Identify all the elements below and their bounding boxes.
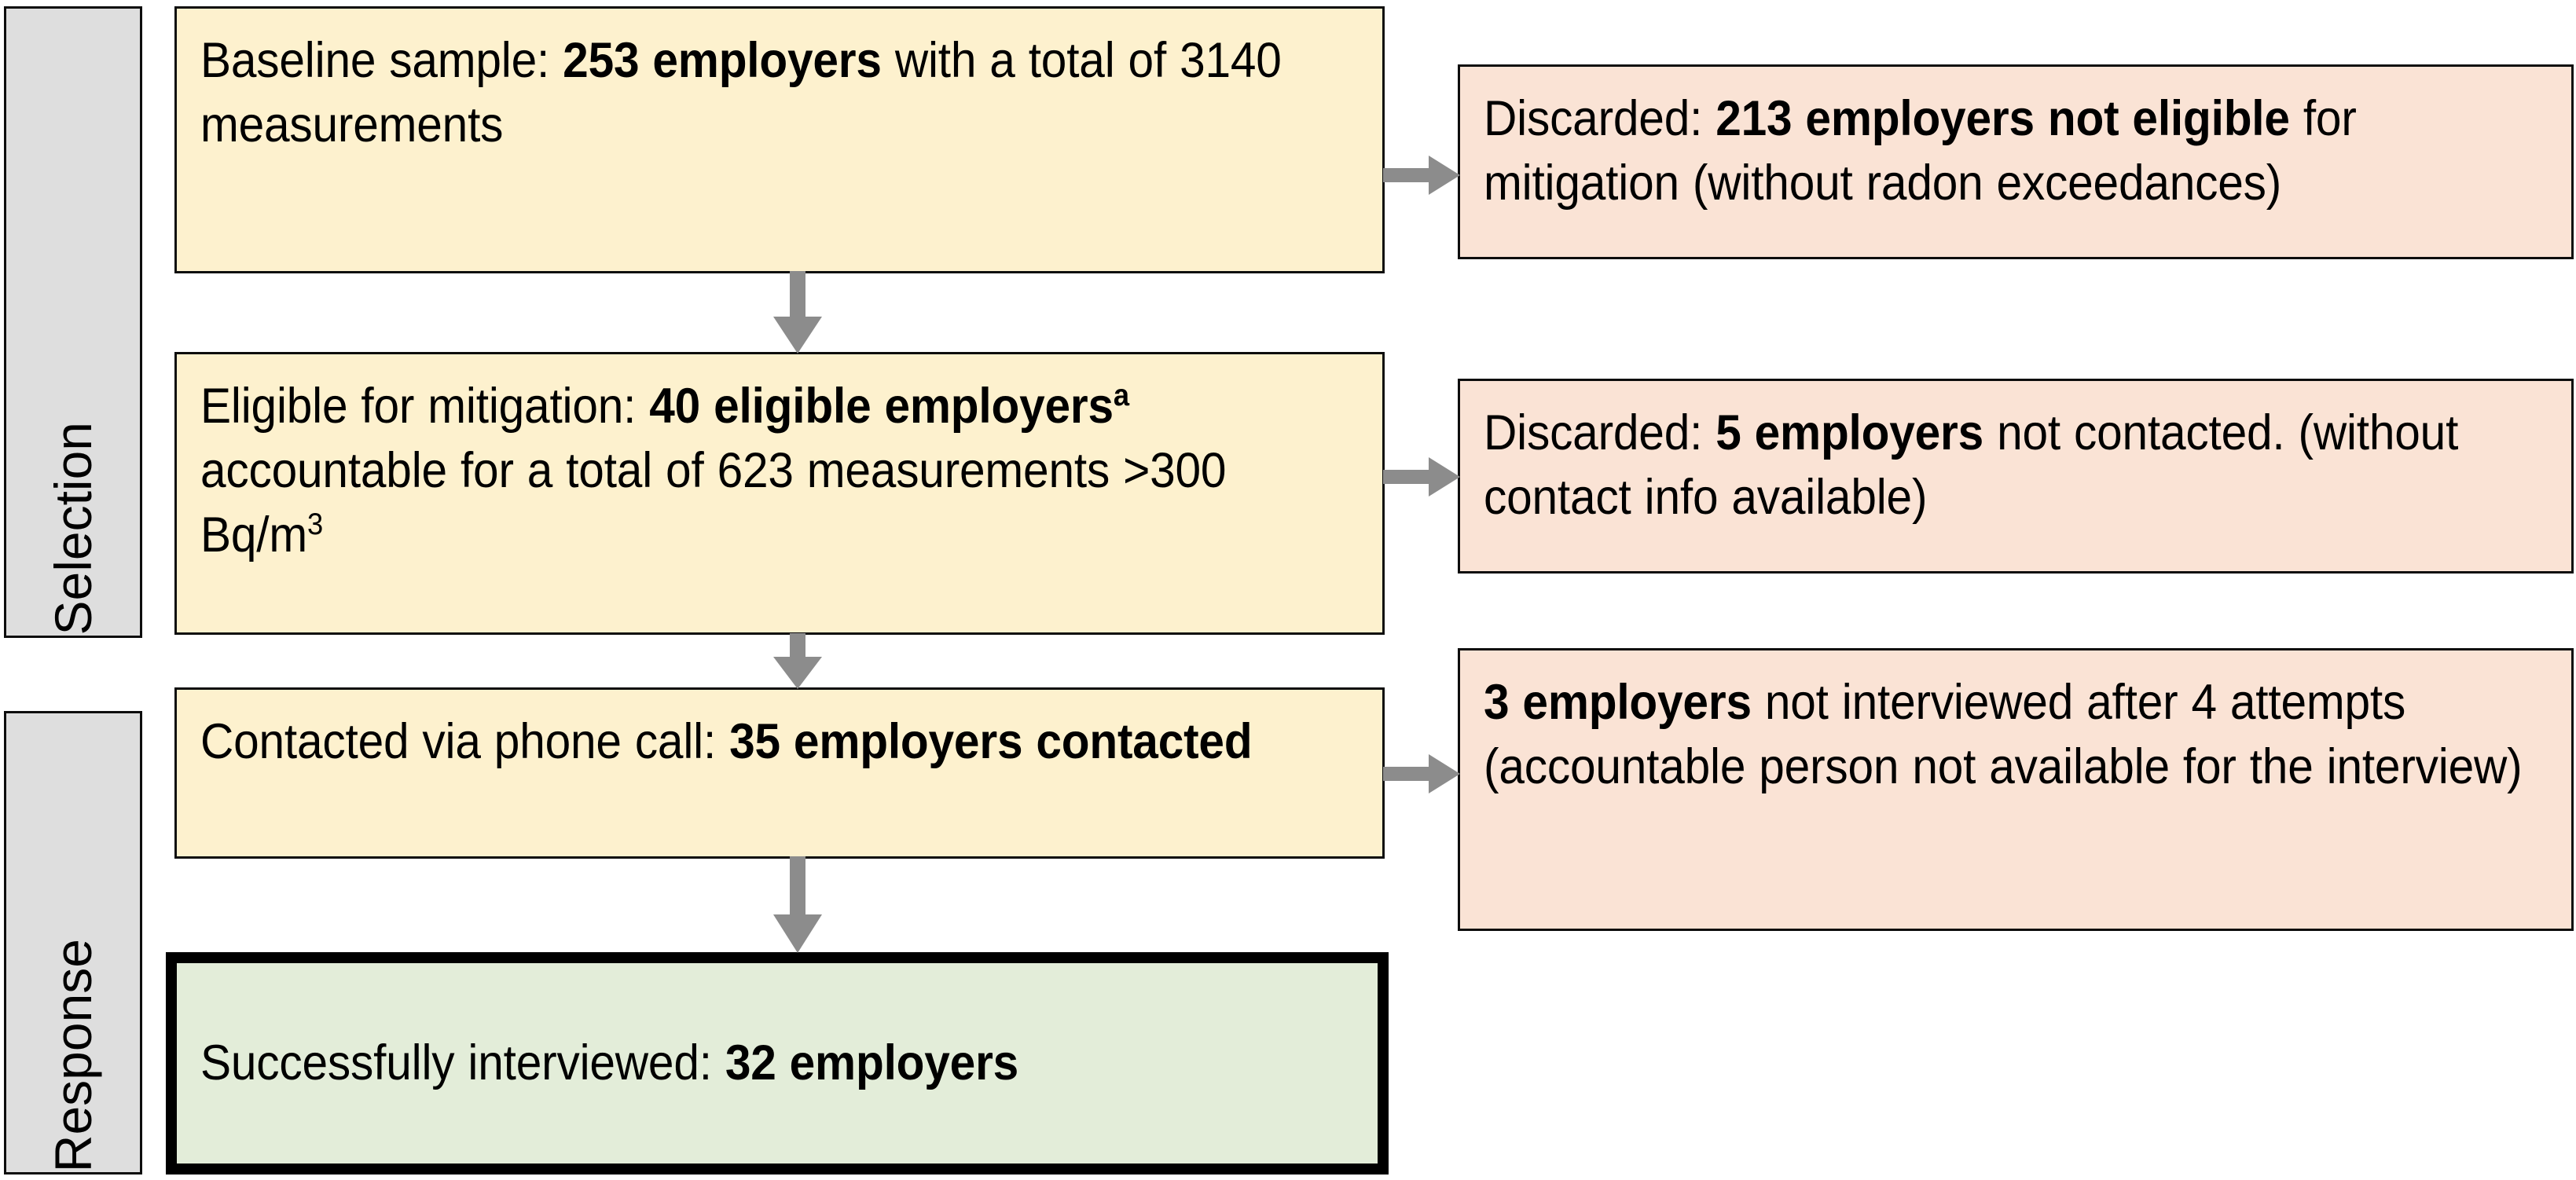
text-seg-plain: not interviewed after 4 attempts (accoun…	[1484, 675, 2523, 794]
flow-box-contacted-via-phone: Contacted via phone call: 35 employers c…	[174, 687, 1385, 859]
text-seg-bold: 35 employers contacted	[729, 714, 1253, 769]
text-seg-plain: Baseline sample:	[200, 33, 563, 88]
stage-bar-response: Response	[4, 711, 142, 1175]
flow-box-discarded-not-eligible: Discarded: 213 employers not eligible fo…	[1458, 64, 2574, 259]
footnote-marker-a: a	[1113, 379, 1129, 412]
stage-bar-selection: Selection	[4, 6, 142, 638]
flow-box-successfully-interviewed-text: Successfully interviewed: 32 employers	[200, 1032, 1354, 1096]
text-seg-bold: 253 employers	[563, 33, 882, 88]
flow-box-contacted-via-phone-text: Contacted via phone call: 35 employers c…	[200, 710, 1359, 775]
stage-label-selection-text: Selection	[44, 422, 102, 636]
superscript-cubed: 3	[307, 507, 324, 541]
stage-label-response: Response	[44, 931, 102, 1172]
text-seg-bold: 32 employers	[725, 1035, 1019, 1090]
text-seg-bold: 40 eligible employersa	[649, 379, 1129, 434]
stage-label-response-text: Response	[44, 938, 102, 1172]
stage-label-selection: Selection	[44, 414, 102, 636]
flow-box-discarded-not-eligible-text: Discarded: 213 employers not eligible fo…	[1484, 87, 2548, 216]
text-seg-plain-2: not contacted. (without contact info ava…	[1484, 405, 2459, 525]
text-seg-bold-body: 40 eligible employers	[649, 379, 1114, 434]
text-seg-plain-2: with a total of 3140 measurements	[200, 33, 1282, 152]
flow-box-discarded-not-contacted: Discarded: 5 employers not contacted. (w…	[1458, 379, 2574, 574]
text-seg-plain: Discarded:	[1484, 405, 1716, 460]
text-seg-bold: 5 employers	[1715, 405, 1984, 460]
text-seg-plain-2: accountable for a total of 623 measureme…	[200, 442, 1227, 563]
text-seg-plain: Eligible for mitigation:	[200, 379, 650, 434]
text-seg-plain: Discarded:	[1484, 91, 1716, 146]
arrow-contacted-to-notinterviewed	[1383, 754, 1460, 793]
flow-box-discarded-not-contacted-text: Discarded: 5 employers not contacted. (w…	[1484, 401, 2548, 530]
flow-box-eligible-for-mitigation-text: Eligible for mitigation: 40 eligible emp…	[200, 375, 1359, 568]
arrow-baseline-to-eligible	[773, 271, 822, 354]
text-seg-bold: 3 employers	[1484, 675, 1752, 730]
text-seg-plain: Contacted via phone call:	[200, 714, 730, 769]
text-seg-plain: Successfully interviewed:	[200, 1035, 725, 1090]
flow-box-baseline-sample: Baseline sample: 253 employers with a to…	[174, 6, 1385, 273]
text-seg-bold: 213 employers not eligible	[1715, 91, 2290, 146]
flow-box-not-interviewed-text: 3 employers not interviewed after 4 atte…	[1484, 671, 2548, 800]
flow-box-eligible-for-mitigation: Eligible for mitigation: 40 eligible emp…	[174, 352, 1385, 635]
flow-box-successfully-interviewed: Successfully interviewed: 32 employers	[166, 952, 1389, 1175]
flow-box-not-interviewed: 3 employers not interviewed after 4 atte…	[1458, 648, 2574, 931]
flow-box-baseline-sample-text: Baseline sample: 253 employers with a to…	[200, 29, 1359, 158]
arrow-eligible-to-contacted	[773, 633, 822, 689]
arrow-baseline-to-discarded1	[1383, 156, 1460, 195]
arrow-contacted-to-interviewed	[773, 856, 822, 953]
arrow-eligible-to-discarded2	[1383, 457, 1460, 497]
text-seg-plain-2: for mitigation (without radon exceedance…	[1484, 91, 2357, 211]
